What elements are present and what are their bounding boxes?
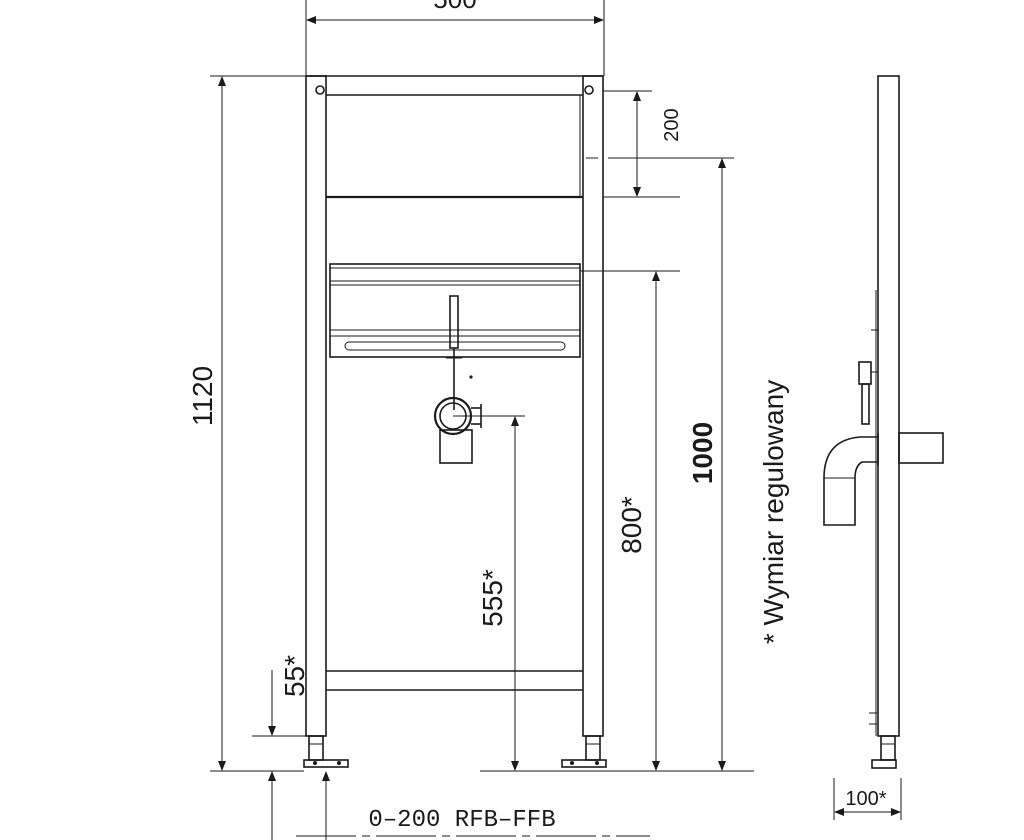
front-view	[303, 75, 607, 768]
dim-height-800: 800*	[616, 496, 647, 554]
dimension-lines	[210, 0, 754, 840]
dim-height-1000: 1000	[687, 422, 718, 484]
dim-width-top: 500	[433, 0, 476, 14]
side-post	[877, 75, 900, 737]
left-foot	[303, 735, 349, 768]
left-post	[305, 75, 327, 737]
side-view	[823, 75, 944, 820]
adjustable-note: * Wymiar regulowany	[758, 380, 789, 644]
mounting-plate	[329, 263, 581, 358]
mount-hole-right	[584, 85, 594, 95]
side-drain-elbow	[823, 436, 878, 526]
supply-stud	[446, 295, 473, 410]
dim-depth-100: 100*	[845, 788, 886, 810]
mount-hole-left	[315, 85, 325, 95]
side-supply-pipe	[898, 432, 944, 464]
dim-offset-200: 200	[661, 108, 683, 141]
dim-height-55: 55*	[279, 655, 310, 697]
right-post	[582, 75, 604, 737]
drain-fitting	[433, 396, 525, 464]
dim-range-rfb-ffb: 0–200 RFB–FFB	[368, 807, 555, 834]
dim-height-555: 555*	[477, 569, 508, 627]
dim-height-total: 1120	[187, 366, 218, 426]
right-foot	[561, 735, 607, 768]
